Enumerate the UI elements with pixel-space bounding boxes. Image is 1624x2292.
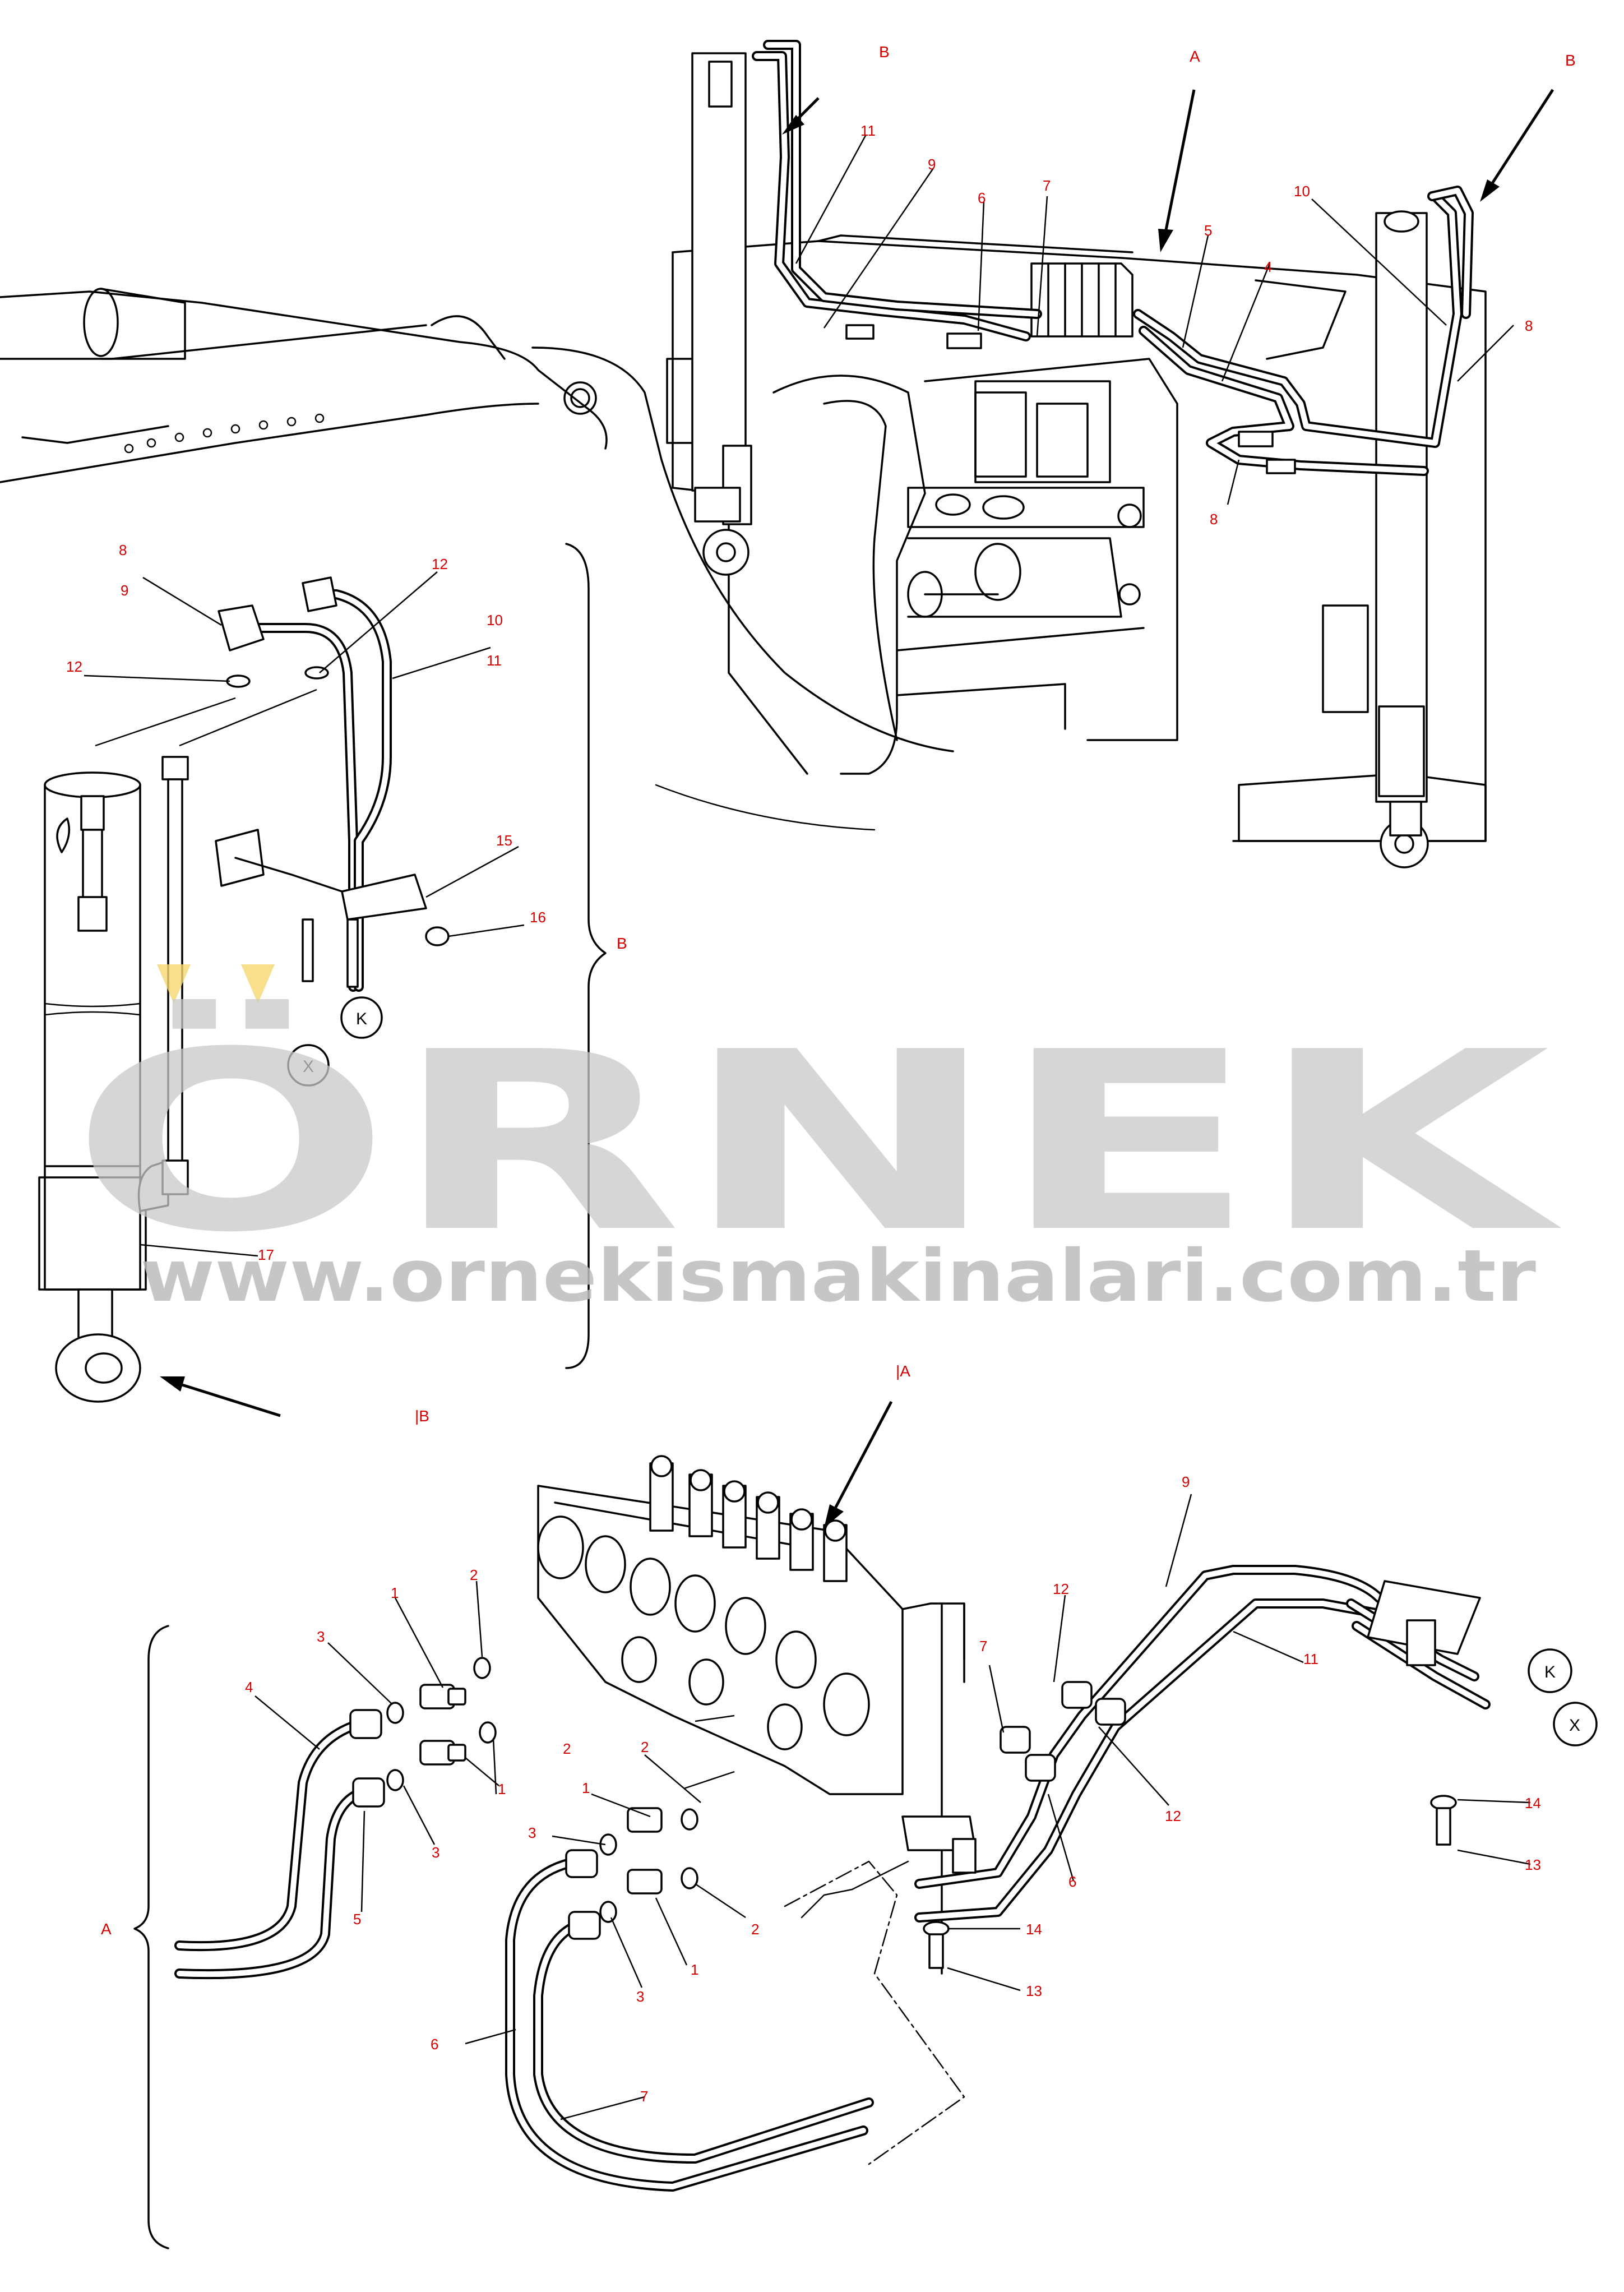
hose-runs-top <box>752 40 1474 476</box>
watermark-accent-mark <box>157 964 275 1004</box>
callout-12-a: 12 <box>1053 1581 1069 1597</box>
callout-15: 15 <box>496 832 512 849</box>
callout-1-c: 1 <box>582 1780 590 1796</box>
callout-11: 11 <box>1303 1651 1318 1667</box>
callout-9: 9 <box>121 582 128 599</box>
callout-17: 17 <box>258 1246 274 1263</box>
cylinder-left-top <box>691 52 752 576</box>
callout-5: 5 <box>353 1911 361 1928</box>
marker-K: K <box>356 1010 367 1028</box>
callout-1-d: 1 <box>691 1961 698 1978</box>
callout-1-b: 1 <box>498 1781 506 1797</box>
bracket-B <box>565 543 607 1369</box>
hoses-detail-a <box>174 1565 1491 2192</box>
callout-2-b: 2 <box>563 1740 571 1757</box>
cylinder-right-top <box>1375 210 1429 868</box>
detail-a-view: K X <box>101 1362 1598 2249</box>
callout-B-left: B <box>879 43 890 61</box>
callout-7-a: 7 <box>640 2088 648 2105</box>
callout-4: 4 <box>1264 258 1272 275</box>
callout-9: 9 <box>1182 1473 1190 1490</box>
leaders-detail-a <box>255 1494 1531 2120</box>
callout-5: 5 <box>1204 222 1212 239</box>
cylinder-detail-b <box>38 756 189 1403</box>
callout-6-a: 6 <box>431 2036 438 2053</box>
callout-12-b: 12 <box>1165 1808 1181 1824</box>
leaders-top <box>795 134 1514 505</box>
callout-3-d: 3 <box>636 1988 644 2005</box>
callout-A: A <box>101 1920 112 1938</box>
callout-2-d: 2 <box>751 1921 759 1938</box>
callout-B: B <box>617 935 627 952</box>
boom-arm <box>0 288 954 831</box>
callout-9: 9 <box>928 156 936 173</box>
callout-labels-detail-a: |A A 1 2 3 4 2 1 3 5 2 1 3 2 1 3 6 7 9 1… <box>101 1362 1541 2105</box>
callout-14-a: 14 <box>1525 1795 1541 1812</box>
callout-2-a: 2 <box>470 1566 478 1583</box>
callout-B-right: B <box>1565 52 1576 69</box>
watermark-url: www.ornekismakinalari.com.tr <box>140 1235 1536 1318</box>
hose-fittings-left <box>386 1657 698 1923</box>
callout-3-a: 3 <box>317 1628 325 1645</box>
callout-7-b: 7 <box>979 1638 987 1655</box>
callout-2-c: 2 <box>641 1739 649 1755</box>
direction-arrow-detail-a <box>824 1401 893 1528</box>
direction-arrows-top <box>782 89 1554 252</box>
callout-12-left: 12 <box>66 658 82 675</box>
leaders-detail-b <box>84 571 525 1257</box>
callout-8-right: 8 <box>1525 317 1533 334</box>
reference-B: |B <box>415 1407 429 1425</box>
callout-6: 6 <box>978 190 985 206</box>
circle-markers-detail-b: X K <box>287 996 383 1087</box>
callout-labels-top: B A B 11 9 6 7 5 4 10 8 8 <box>860 43 1576 528</box>
callout-10: 10 <box>487 612 503 629</box>
marker-X: X <box>1569 1716 1580 1735</box>
direction-arrow-detail-b <box>160 1376 281 1417</box>
callout-13-a: 13 <box>1525 1856 1541 1873</box>
marker-X: X <box>303 1057 314 1076</box>
mounting-blocks-detail-a <box>801 1795 1457 1969</box>
callout-13-b: 13 <box>1026 1983 1042 1999</box>
top-assembly-view: B A B 11 9 6 7 5 4 10 8 8 <box>0 40 1576 868</box>
callout-14-b: 14 <box>1026 1921 1042 1938</box>
callout-8: 8 <box>119 542 127 558</box>
bracket-A <box>133 1625 169 2249</box>
watermark-brand: ÖRNEK <box>70 997 1564 1287</box>
callout-4: 4 <box>245 1679 253 1695</box>
reference-A: |A <box>896 1362 910 1380</box>
callout-labels-detail-b: 8 9 12 12 10 11 15 16 17 B |B <box>66 542 627 1425</box>
clamp-bracket-detail-b <box>215 829 450 988</box>
detail-b-view: X K 8 9 12 12 10 11 15 16 17 <box>38 542 627 1425</box>
callout-A: A <box>1190 48 1200 65</box>
callout-1-a: 1 <box>391 1584 399 1601</box>
callout-10: 10 <box>1294 183 1310 200</box>
hoses-detail-b <box>218 576 392 992</box>
callout-12-right: 12 <box>432 556 448 572</box>
callout-11: 11 <box>860 122 876 139</box>
circle-markers-detail-a: K X <box>1528 1648 1598 1746</box>
callout-3-b: 3 <box>432 1844 439 1861</box>
callout-7: 7 <box>1043 177 1051 194</box>
callout-16: 16 <box>530 909 546 926</box>
dash-dot-centerline <box>784 1860 965 2165</box>
valve-block-top <box>1030 262 1133 338</box>
callout-11: 11 <box>487 652 502 669</box>
watermark: ÖRNEK www.ornekismakinalari.com.tr <box>70 964 1564 1318</box>
callout-3-c: 3 <box>528 1824 536 1841</box>
callout-6-b: 6 <box>1068 1873 1076 1890</box>
control-valve-bank <box>537 1455 965 1975</box>
marker-K: K <box>1544 1663 1556 1681</box>
callout-8-lower: 8 <box>1210 511 1218 528</box>
